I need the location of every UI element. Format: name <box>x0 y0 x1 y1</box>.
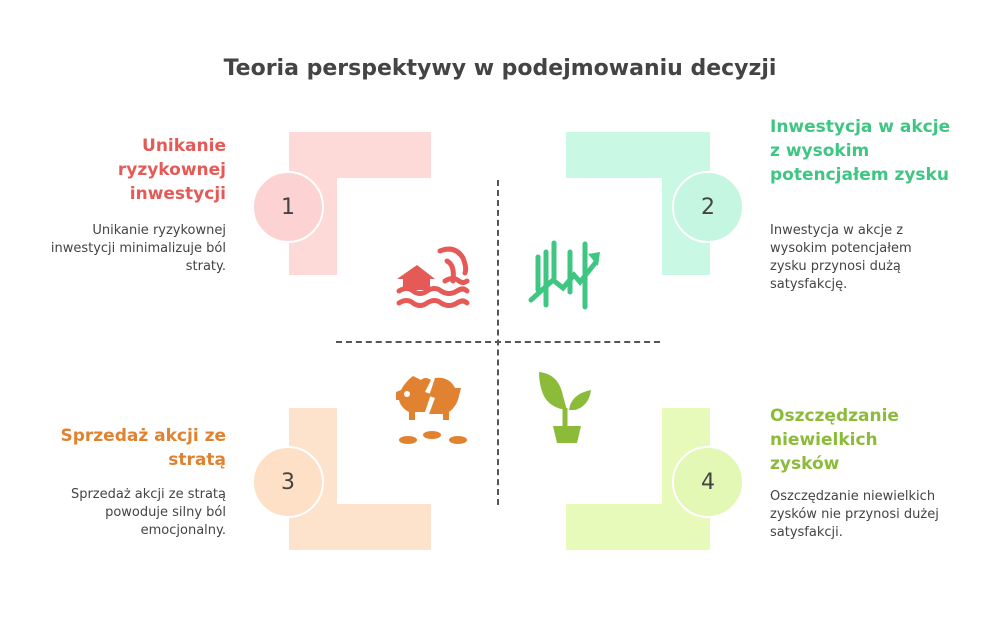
number-badge-3: 3 <box>252 446 324 518</box>
broken-piggy-bank-icon <box>396 376 467 444</box>
plant-sprout-icon <box>539 372 591 443</box>
quadrant-4-heading: Oszczędzanie niewielkich zysków <box>770 406 899 474</box>
flooded-house-icon <box>396 246 470 308</box>
quadrant-2-heading: Inwestycja w akcje z wysokim potencjałem… <box>770 117 951 185</box>
quadrant-2-description: Inwestycja w akcje z wysokim potencjałem… <box>770 223 912 292</box>
number-badge-1: 1 <box>252 171 324 243</box>
quadrant-1-heading: Unikanie ryzykownej inwestycji <box>117 136 226 204</box>
quadrant-3-heading: Sprzedaż akcji ze stratą <box>60 426 226 470</box>
growth-chart-icon <box>528 240 600 310</box>
quadrant-4-description: Oszczędzanie niewielkich zysków nie przy… <box>770 489 939 540</box>
quadrant-1-description: Unikanie ryzykownej inwestycji minimaliz… <box>50 223 226 274</box>
quadrant-3-description: Sprzedaż akcji ze stratą powoduje silny … <box>70 487 226 538</box>
horizontal-divider <box>336 341 660 343</box>
number-badge-4: 4 <box>672 446 744 518</box>
page-title: Teoria perspektywy w podejmowaniu decyzj… <box>223 56 777 81</box>
number-badge-2: 2 <box>672 171 744 243</box>
